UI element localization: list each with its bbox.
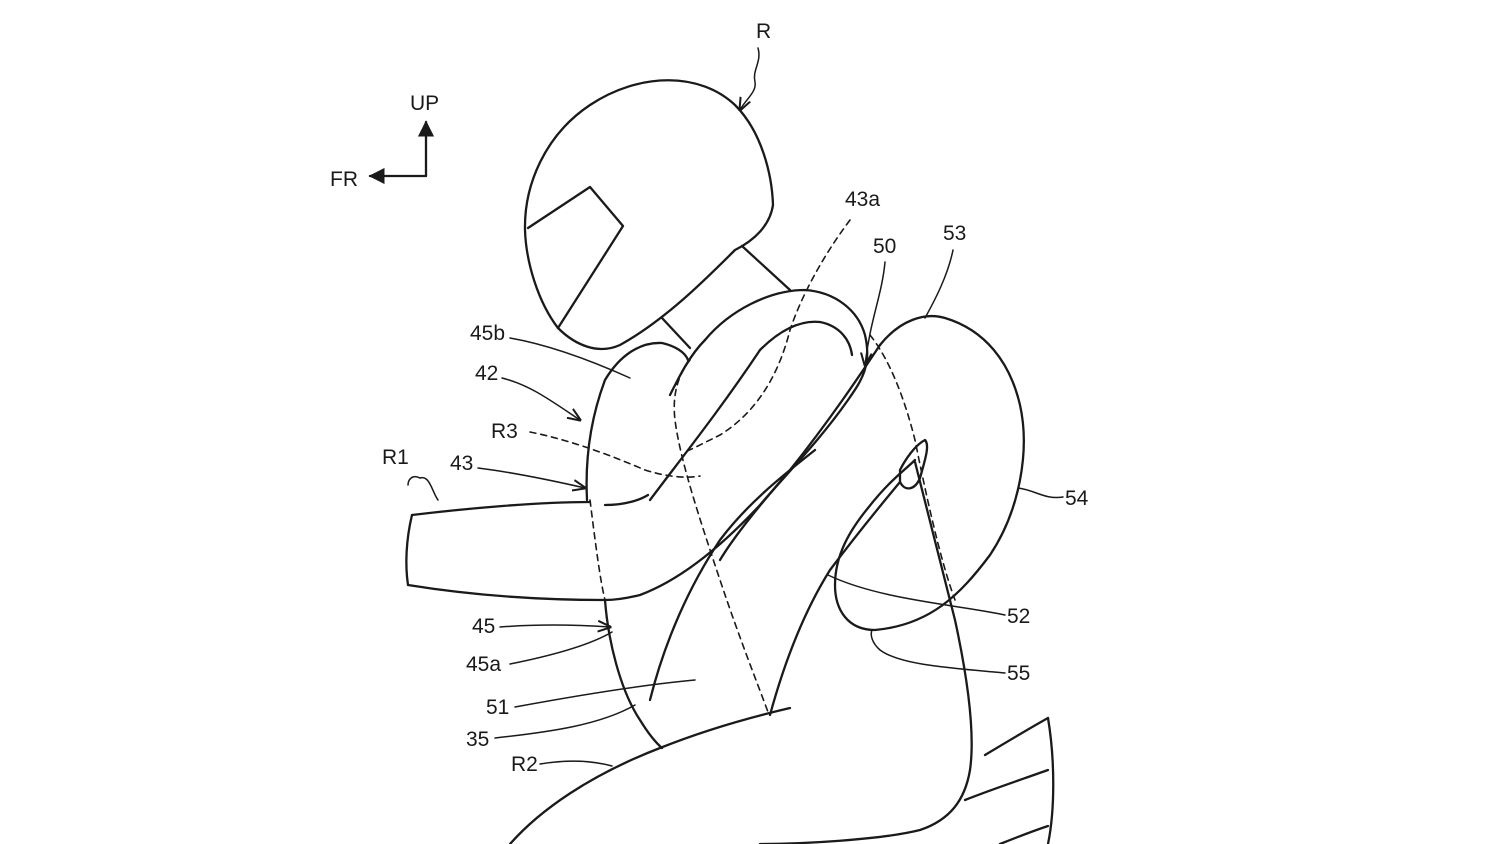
torso-body	[648, 448, 902, 717]
label-54: 54	[1065, 487, 1089, 510]
label-43: 43	[450, 452, 473, 475]
helmet	[523, 79, 775, 350]
label-r1: R1	[382, 446, 409, 469]
label-55: 55	[1007, 662, 1030, 685]
label-up: UP	[410, 92, 439, 115]
labels: R UP FR 43a 50 53 45b 42 R3 R1 43 54 52 …	[330, 20, 1089, 776]
label-50: 50	[873, 235, 896, 258]
label-r3: R3	[491, 420, 518, 443]
label-51: 51	[486, 696, 509, 719]
label-r: R	[756, 20, 771, 43]
label-43a: 43a	[845, 188, 880, 211]
label-r2: R2	[511, 753, 538, 776]
seat	[508, 460, 1055, 844]
label-35: 35	[466, 728, 489, 751]
label-fr: FR	[330, 168, 358, 191]
torso-airbag	[585, 288, 869, 750]
direction-indicator	[368, 120, 435, 185]
neck	[660, 244, 792, 350]
arm	[405, 500, 607, 602]
label-45b: 45b	[470, 322, 505, 345]
label-52: 52	[1007, 605, 1030, 628]
hidden-lines	[529, 219, 956, 713]
label-45: 45	[472, 615, 495, 638]
leader-lines	[407, 47, 1064, 767]
label-45a: 45a	[466, 653, 501, 676]
rear-airbag	[718, 314, 1025, 632]
label-53: 53	[943, 222, 966, 245]
label-42: 42	[475, 362, 498, 385]
